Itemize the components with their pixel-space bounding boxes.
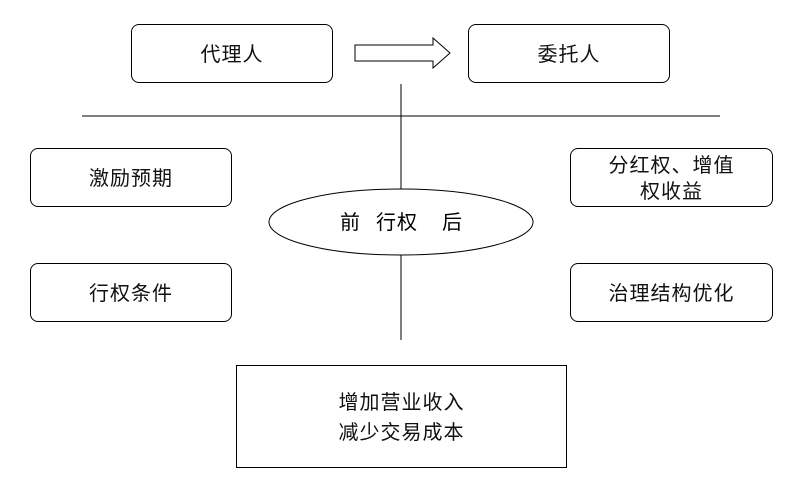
dividend-rights-label-line2: 权收益 (640, 178, 703, 203)
incentive-expectation-label: 激励预期 (89, 165, 173, 190)
governance-optimization-box: 治理结构优化 (570, 263, 773, 322)
result-box: 增加营业收入 减少交易成本 (236, 365, 567, 468)
principal-box: 委托人 (468, 24, 670, 83)
center-ellipse (268, 188, 534, 256)
result-label-line2: 减少交易成本 (338, 419, 465, 444)
center-label-exercise: 行权 (376, 210, 418, 234)
exercise-conditions-label: 行权条件 (89, 280, 173, 305)
result-label-line1: 增加营业收入 (338, 389, 465, 414)
exercise-conditions-box: 行权条件 (30, 263, 232, 322)
governance-optimization-label: 治理结构优化 (608, 280, 735, 305)
principal-label: 委托人 (537, 41, 601, 66)
dividend-rights-label-line1: 分红权、增值 (608, 152, 735, 177)
dividend-rights-box: 分红权、增值 权收益 (570, 148, 773, 207)
agent-label: 代理人 (200, 41, 264, 66)
incentive-expectation-box: 激励预期 (30, 148, 232, 207)
center-label-before: 前 (340, 210, 360, 234)
arrow-right-icon (354, 36, 451, 70)
agent-box: 代理人 (131, 24, 333, 83)
center-label-after: 后 (442, 210, 462, 234)
